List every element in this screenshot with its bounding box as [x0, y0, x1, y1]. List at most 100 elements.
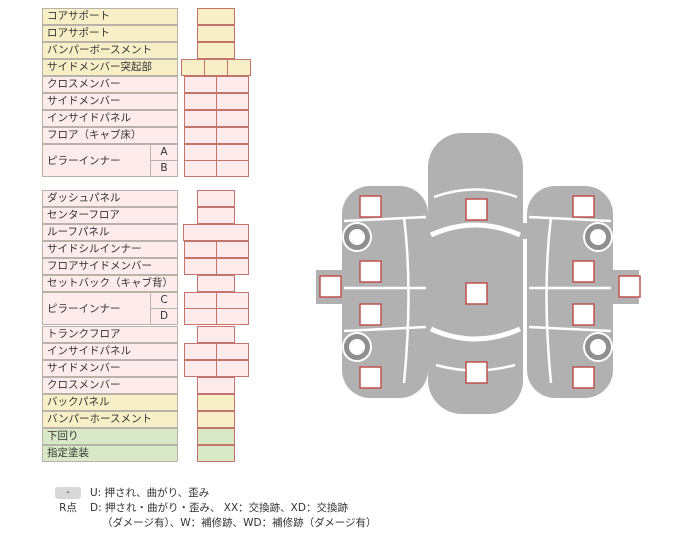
damage-cell[interactable]: [183, 127, 217, 144]
damage-cell[interactable]: [197, 42, 235, 59]
wheel-icon: [585, 224, 611, 250]
damage-cells: [180, 292, 252, 325]
damage-cell[interactable]: [197, 377, 235, 394]
damage-marker[interactable]: [572, 303, 595, 326]
damage-cell[interactable]: [197, 326, 235, 343]
damage-cell[interactable]: [215, 144, 249, 161]
pillar-sub-a: A: [150, 144, 178, 161]
damage-cell[interactable]: [183, 160, 217, 177]
part-label: ダッシュパネル: [42, 190, 178, 207]
part-row: バンパーボースメント: [42, 42, 252, 59]
part-row: インサイドパネル: [42, 110, 252, 127]
damage-cell[interactable]: [183, 292, 217, 309]
damage-cell[interactable]: [215, 258, 249, 275]
damage-cell[interactable]: [183, 144, 217, 161]
part-label: サイドシルインナー: [42, 241, 178, 258]
panel-line: [343, 325, 427, 333]
damage-cell[interactable]: [183, 241, 217, 258]
damage-cell[interactable]: [197, 207, 235, 224]
damage-cell[interactable]: [197, 445, 235, 462]
part-row: トランクフロア: [42, 326, 252, 343]
damage-cell[interactable]: [215, 241, 249, 258]
legend-row-r2: （ダメージ有）、W：補修跡、WD：補修跡（ダメージ有）: [55, 516, 377, 529]
part-label: フロア（キャブ床）: [42, 127, 178, 144]
damage-cell[interactable]: [197, 428, 235, 445]
damage-cells: [180, 127, 252, 144]
damage-cell[interactable]: [215, 160, 249, 177]
damage-cells: [180, 144, 252, 177]
damage-marker[interactable]: [359, 303, 382, 326]
damage-cell[interactable]: [204, 59, 228, 76]
damage-cell[interactable]: [215, 360, 249, 377]
damage-cell[interactable]: [197, 275, 235, 292]
damage-cell[interactable]: [197, 411, 235, 428]
damage-marker[interactable]: [465, 198, 488, 221]
wheel-icon: [344, 224, 370, 250]
damage-cell[interactable]: [197, 25, 235, 42]
damage-marker[interactable]: [572, 195, 595, 218]
car-top-view: [423, 133, 528, 414]
hood-line: [433, 188, 518, 199]
pillar-sub-d: D: [150, 308, 178, 325]
damage-cell[interactable]: [215, 343, 249, 360]
damage-marker[interactable]: [465, 282, 488, 305]
part-row: フロアサイドメンバー: [42, 258, 252, 275]
part-label: ピラーインナー: [42, 292, 151, 325]
damage-cell[interactable]: [215, 93, 249, 110]
part-label: インサイドパネル: [42, 343, 178, 360]
damage-marker[interactable]: [359, 195, 382, 218]
part-row: クロスメンバー: [42, 76, 252, 93]
damage-marker[interactable]: [359, 260, 382, 283]
damage-cell[interactable]: [183, 93, 217, 110]
pillar-sub-b: B: [150, 160, 178, 177]
damage-cell[interactable]: [183, 110, 217, 127]
part-label: クロスメンバー: [42, 377, 178, 394]
damage-cell[interactable]: [183, 76, 217, 93]
part-label: バンパーボースメント: [42, 42, 178, 59]
legend-key-minus: -: [55, 486, 81, 499]
damage-cell[interactable]: [215, 308, 249, 325]
damage-marker[interactable]: [618, 275, 641, 298]
damage-marker[interactable]: [465, 361, 488, 384]
damage-cells: [180, 110, 252, 127]
roof-line: [545, 216, 553, 384]
damage-cell[interactable]: [215, 127, 249, 144]
legend: - U: 押され、曲がり、歪み R点 D: 押され・曲がり・歪み、 XX：交換跡…: [55, 486, 377, 531]
damage-cell[interactable]: [197, 394, 235, 411]
damage-cell[interactable]: [183, 258, 217, 275]
damage-cell[interactable]: [215, 76, 249, 93]
damage-cells: [180, 190, 252, 207]
damage-cell[interactable]: [227, 59, 251, 76]
damage-cell[interactable]: [183, 343, 217, 360]
car-side-view-left: [316, 186, 428, 398]
damage-cell[interactable]: [197, 190, 235, 207]
damage-cells: [180, 93, 252, 110]
damage-cell[interactable]: [183, 224, 249, 241]
damage-cells: [180, 25, 252, 42]
damage-cell[interactable]: [215, 292, 249, 309]
part-row: セットバック（キャブ背）: [42, 275, 252, 292]
damage-cell[interactable]: [181, 59, 205, 76]
damage-cell[interactable]: [215, 110, 249, 127]
damage-marker[interactable]: [572, 260, 595, 283]
windshield-line: [429, 222, 522, 238]
damage-cell[interactable]: [197, 8, 235, 25]
damage-cell[interactable]: [183, 360, 217, 377]
panel-line: [528, 325, 612, 333]
roof-line: [402, 216, 410, 384]
damage-marker[interactable]: [572, 366, 595, 389]
pillar-inner-group-ab: ピラーインナー A B: [42, 144, 252, 177]
damage-marker[interactable]: [319, 275, 342, 298]
part-label: 下回り: [42, 428, 178, 445]
damage-marker[interactable]: [359, 366, 382, 389]
damage-cells: [180, 59, 252, 76]
part-row: 下回り: [42, 428, 252, 445]
part-label: セットバック（キャブ背）: [42, 275, 178, 292]
damage-cells: [180, 445, 252, 462]
part-row: コアサポート: [42, 8, 252, 25]
damage-cell[interactable]: [183, 308, 217, 325]
part-label: クロスメンバー: [42, 76, 178, 93]
panel-line: [528, 215, 612, 223]
damage-cells: [180, 411, 252, 428]
part-label: サイドメンバー: [42, 360, 178, 377]
